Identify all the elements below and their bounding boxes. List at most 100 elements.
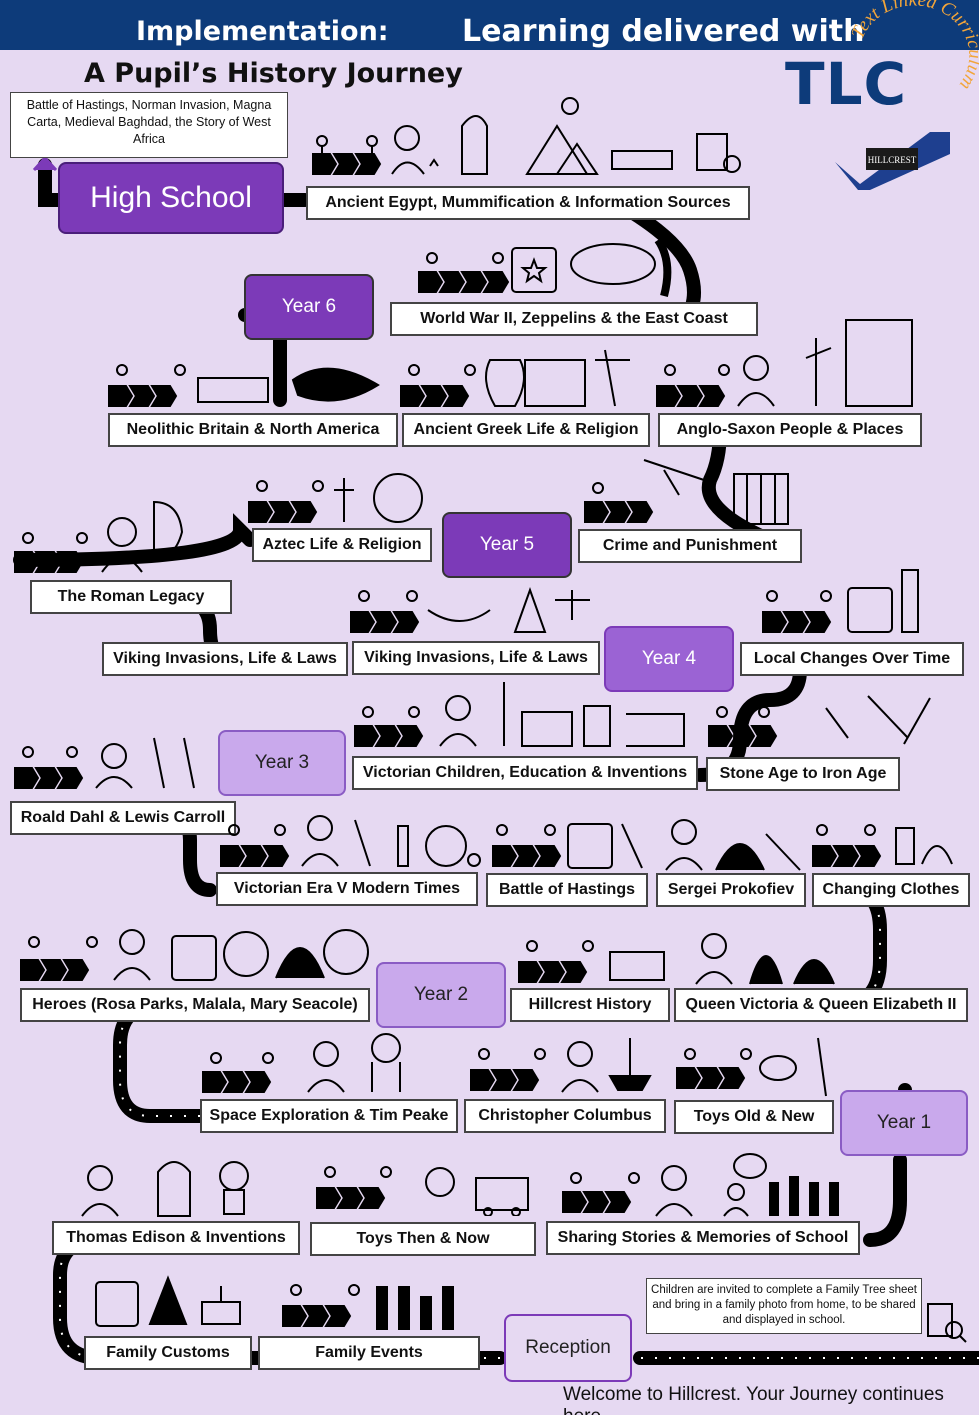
local-illustrations: [762, 569, 919, 633]
location-pin-icon: [408, 364, 420, 376]
hillcrest-history-illustrations: [518, 940, 665, 983]
tlc-logo: TLC: [785, 50, 908, 118]
toys-old-icons: [676, 1036, 846, 1100]
dahl-illustrations: [14, 737, 195, 789]
year3-badge: Year 3: [218, 730, 346, 796]
location-pin-icon: [358, 590, 370, 602]
christmas-tree-icon: [148, 1275, 188, 1325]
person-star-icon: [567, 1041, 593, 1067]
year6-badge: Year 6: [244, 274, 374, 340]
lightbulb-icon: [219, 1161, 249, 1191]
family-tree-note: Children are invited to complete a Famil…: [646, 1278, 922, 1334]
crime-illustrations: [584, 459, 789, 525]
page-title: A Pupil’s History Journey: [84, 58, 463, 89]
topic-toys-then: Toys Then & Now: [310, 1222, 536, 1256]
roman-portrait-icon: [153, 500, 184, 556]
topic-neolithic: Neolithic Britain & North America: [108, 413, 398, 447]
hillcrest-logo: HILLCREST: [830, 124, 950, 194]
highwayman-icon: [643, 459, 705, 496]
space-illustrations: [202, 1033, 401, 1093]
location-pin-icon: [256, 480, 268, 492]
top-hat-icon: [895, 827, 915, 865]
sun-icon: [561, 97, 579, 115]
lightbulb-gear-icon: [425, 1167, 455, 1197]
location-pin-icon: [316, 135, 328, 147]
topic-edison: Thomas Edison & Inventions: [52, 1221, 300, 1255]
family-icon: [376, 1286, 454, 1330]
location-pin-icon: [274, 824, 286, 836]
temple-icon: [524, 359, 586, 407]
speech-bubble-icon: [733, 1153, 767, 1179]
person-star-icon: [107, 517, 137, 547]
dahl-icons: [14, 728, 214, 790]
document-search-icon: [696, 133, 728, 171]
topic-prokofiev: Sergei Prokofiev: [656, 873, 806, 907]
location-pin-icon: [664, 364, 676, 376]
person-star-icon: [101, 743, 127, 769]
victorian-era-illustrations: [220, 815, 481, 867]
year5-badge: Year 5: [442, 512, 572, 578]
victorian-lady-icon: [354, 819, 371, 867]
pyramid-icon: [525, 124, 589, 175]
astronaut-icon: [371, 1033, 401, 1063]
header-bar: [0, 0, 979, 50]
calendar-icon: [511, 247, 557, 293]
header-title: Implementation:: [136, 16, 389, 47]
stone-age-icons: [708, 688, 940, 750]
person-star-icon: [661, 1165, 687, 1191]
doll-icon: [817, 1037, 827, 1097]
aztec-icons: [248, 470, 428, 526]
toys-then-icons: [316, 1158, 536, 1216]
location-pin-icon: [362, 706, 374, 718]
clothes-illustrations: [812, 824, 953, 867]
location-pin-icon: [366, 135, 378, 147]
location-pin-icon: [116, 364, 128, 376]
location-pin-icon: [740, 1048, 752, 1060]
stone-age-illustrations: [708, 695, 931, 747]
year2-badge: Year 2: [376, 962, 506, 1028]
edison-illustrations: [81, 1161, 249, 1217]
slate-board-icon: [521, 711, 573, 747]
alice-characters-icon: [153, 737, 195, 789]
camera-icon: [583, 705, 611, 747]
greek-illustrations: [400, 349, 630, 407]
location-pin-icon: [478, 1048, 490, 1060]
location-pin-icon: [534, 1048, 546, 1060]
toys-then-illustrations: [316, 1166, 529, 1216]
location-pin-icon: [66, 746, 78, 758]
high-school-badge: High School: [58, 162, 284, 234]
birthday-cake-icon: [201, 1301, 241, 1325]
malala-icon: [275, 947, 325, 979]
person-star-icon: [445, 695, 471, 721]
neolithic-illustrations: [108, 364, 380, 407]
rosa-parks-icon: [223, 931, 269, 977]
map-icon: [845, 319, 913, 407]
sailing-ship-icon: [608, 1075, 652, 1091]
location-pin-icon: [628, 1172, 640, 1184]
hastings-illustrations: [492, 823, 643, 869]
topic-heroes: Heroes (Rosa Parks, Malala, Mary Seacole…: [20, 988, 370, 1022]
victorian-era-icons: [220, 810, 482, 870]
zeppelin-icon: [570, 243, 656, 285]
crime-icons: [584, 450, 794, 526]
anglo-saxon-warrior-icon: [805, 338, 832, 406]
topic-clothes: Changing Clothes: [812, 873, 970, 907]
calendar-icon: [95, 1281, 139, 1327]
prokofiev-illustrations: [665, 819, 801, 871]
location-pin-icon: [426, 252, 438, 264]
topic-stone-age: Stone Age to Iron Age: [706, 757, 900, 791]
toys-old-illustrations: [676, 1037, 827, 1097]
high-school-note: Battle of Hastings, Norman Invasion, Mag…: [10, 92, 288, 158]
topic-events: Family Events: [258, 1336, 480, 1370]
topic-customs: Family Customs: [84, 1336, 252, 1370]
topic-ww2: World War II, Zeppelins & the East Coast: [390, 302, 758, 336]
welcome-message: Welcome to Hillcrest. Your Journey conti…: [563, 1384, 944, 1415]
person-star-icon: [394, 125, 420, 151]
location-pin-icon: [348, 1284, 360, 1296]
tlc-ring-logo: Text Linked Curriculum: [852, 0, 979, 93]
question-person-icon: [825, 707, 849, 739]
topic-roman: The Roman Legacy: [30, 580, 232, 614]
location-pin-icon: [262, 1052, 274, 1064]
topic-victorian-children: Victorian Children, Education & Inventio…: [352, 756, 698, 790]
ww2-illustrations: [418, 237, 672, 298]
